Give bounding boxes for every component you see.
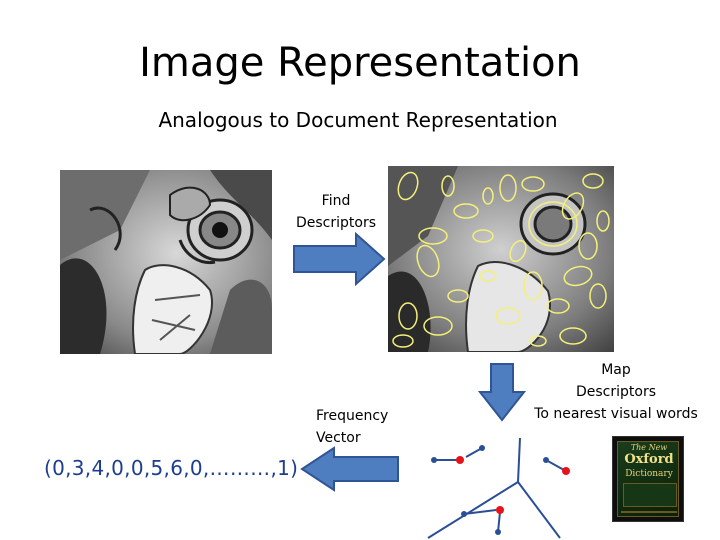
descriptor-point [461, 511, 467, 517]
frequency-vector-label: Frequency Vector [316, 408, 389, 446]
graffiti-image-descriptors [388, 166, 614, 352]
dictionary-line2: Oxford [624, 452, 674, 467]
dictionary-book-image: The New Oxford Dictionary [612, 436, 684, 522]
down-arrow [478, 362, 526, 422]
descriptor-point [543, 457, 549, 463]
descriptor-point [479, 445, 485, 451]
dictionary-line1: The New [630, 443, 668, 452]
map-descriptors-label: Map Descriptors To nearest visual words [534, 362, 698, 422]
dictionary-emblem [623, 483, 677, 507]
slide-subtitle: Analogous to Document Representation [158, 108, 558, 132]
visual-word-space [420, 438, 590, 540]
find-descriptors-label: Find Descriptors [295, 193, 377, 231]
voronoi-boundaries [427, 438, 561, 539]
visual-word-point [562, 467, 570, 475]
frequency-vector-text: (0,3,4,0,0,5,6,0,………,1) [44, 456, 299, 480]
dictionary-line3: Dictionary [625, 469, 673, 479]
dictionary-bottom-rule [621, 511, 677, 513]
graffiti-image-original [60, 170, 272, 354]
descriptor-point [431, 457, 437, 463]
descriptor-point [495, 529, 501, 535]
visual-word-point [496, 506, 504, 514]
left-arrow [300, 446, 400, 492]
visual-word-point [456, 456, 464, 464]
right-arrow [292, 232, 386, 286]
slide-title: Image Representation [139, 40, 581, 86]
